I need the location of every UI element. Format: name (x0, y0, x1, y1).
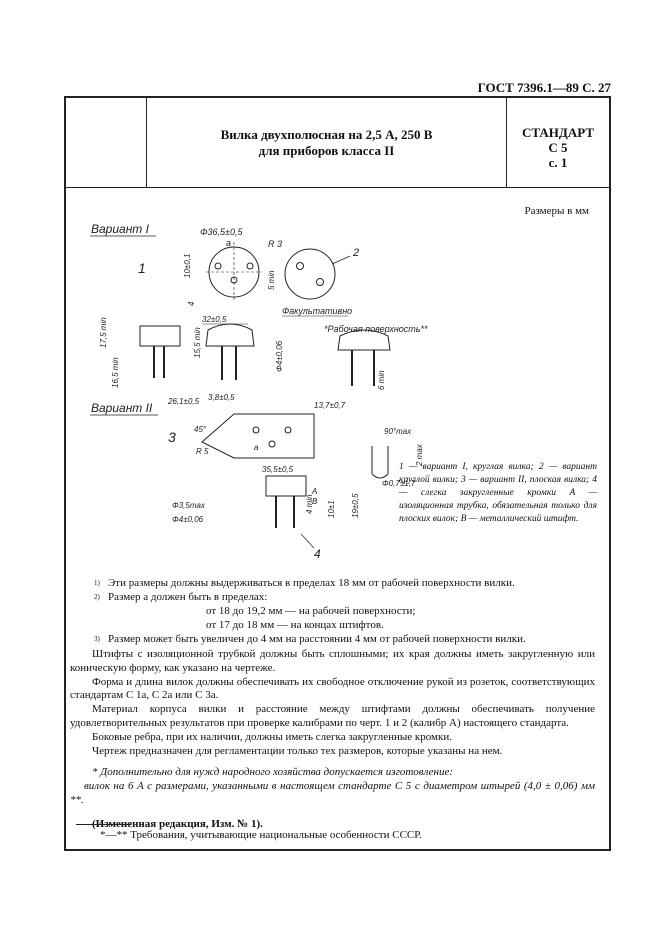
body-p1: Штифты с изоляционной трубкой должны быт… (70, 648, 595, 674)
plug-side-1 (139, 325, 181, 347)
body-p2: Форма и длина вилок должны обеспечивать … (70, 675, 595, 702)
note-2: 2) Размер a должен быть в пределах: (94, 590, 594, 604)
dim-45: 45° (194, 425, 207, 434)
note-3: 3) Размер может быть увеличен до 4 мм на … (94, 632, 594, 646)
dimensions-note: Размеры в мм (524, 205, 589, 217)
label-2: 2 (352, 247, 359, 259)
variant2-label: Вариант II (91, 401, 153, 415)
footnote-divider (76, 824, 131, 825)
dim-10b: 10±1 (327, 500, 336, 518)
dim-fak: Факультативно (282, 306, 352, 316)
page-header: ГОСТ 7396.1—89 С. 27 (477, 80, 611, 95)
note-3-text: Размер может быть увеличен до 4 мм на ра… (108, 633, 526, 645)
note-2b: от 17 до 18 мм — на концах штифтов. (206, 619, 384, 631)
dim-a1: a (226, 238, 231, 248)
plug-side-3 (337, 329, 391, 351)
label-4: 4 (314, 547, 321, 561)
plug-flat-top (201, 413, 315, 459)
dim-90: 90°max (384, 427, 412, 436)
title-left-cell (66, 98, 147, 188)
standard-frame: Вилка двухполюсная на 2,5 А, 250 В для п… (64, 96, 611, 851)
dim-38: 3,8±0,5 (208, 393, 235, 402)
footnotes: 1) Эти размеры должны выдерживаться в пре… (94, 576, 594, 646)
body-star1: * Дополнительно для нужд народного хозяй… (92, 766, 454, 779)
note-2-mark: 2) (94, 593, 100, 601)
dim-phi35: Φ3,5max (172, 501, 206, 510)
dim-rab: *Рабочая поверхность** (324, 324, 428, 334)
dim-phi07: Φ0,7±1,7 (382, 479, 416, 488)
note-2-text: Размер a должен быть в пределах: (108, 591, 268, 603)
note-3-mark: 3) (94, 635, 100, 643)
title-main: Вилка двухполюсная на 2,5 А, 250 В для п… (147, 98, 507, 188)
title-line-1: Вилка двухполюсная на 2,5 А, 250 В (220, 127, 433, 142)
note-1-mark: 1) (94, 579, 100, 587)
standard-page: с. 1 (548, 155, 568, 170)
bottom-footnote: *—** Требования, учитывающие национальны… (100, 829, 422, 841)
dim-155: 15,5 min (193, 327, 202, 358)
dim-10: 10±0,1 (183, 254, 192, 278)
note-1: 1) Эти размеры должны выдерживаться в пре… (94, 576, 594, 590)
dim-137: 13,7±0,7 (314, 401, 346, 410)
dim-R3: R 3 (268, 239, 282, 249)
dim-261: 26,1±0,5 (167, 397, 200, 406)
dim-355: 35,5±0,5 (262, 465, 294, 474)
title-line-2: для приборов класса II (258, 143, 395, 158)
body-amendment: (Измененная редакция, Изм. № 1). (92, 817, 263, 830)
dim-a2: a (254, 443, 259, 452)
standard-code: С 5 (548, 140, 568, 155)
dim-2max: 2 max (415, 443, 424, 467)
plug-round-variant (284, 248, 336, 300)
body-p5: Чертеж предназначен для регламентации то… (92, 744, 503, 757)
plug-side-2 (205, 323, 255, 347)
dim-165: 16,5 min (111, 357, 120, 388)
body-p4: Боковые ребра, при их наличии, должны им… (92, 730, 452, 743)
technical-drawing: Вариант I 1 Φ36,5±0,5 a R 3 5 min 10±0,1… (90, 222, 428, 561)
body-p3: Материал корпуса вилки и расстояние межд… (70, 703, 595, 729)
dim-32: 32±0,5 (202, 315, 227, 324)
pin-detail (371, 446, 389, 479)
drawing-legend: 1 — вариант I, круглая вилка; 2 — вариан… (399, 462, 597, 524)
dim-R5: R 5 (196, 447, 209, 456)
plug-flat-side (265, 475, 307, 497)
note-1-text: Эти размеры должны выдерживаться в преде… (108, 577, 515, 589)
dim-4: 4 (187, 301, 196, 306)
note-2a: от 18 до 19,2 мм — на рабочей поверхност… (206, 605, 416, 617)
dim-4min: 4 min (305, 494, 314, 514)
dim-A: A (311, 487, 317, 496)
label-3: 3 (168, 429, 176, 445)
dim-6min: 6 min (377, 370, 386, 390)
dim-phi4: Φ4±0,06 (275, 340, 284, 372)
standard-code-cell: СТАНДАРТ С 5 с. 1 (507, 98, 609, 188)
label-1: 1 (138, 260, 146, 276)
body-star2: вилок на 6 A с размерами, указанными в н… (70, 780, 595, 806)
variant1-label: Вариант I (91, 222, 150, 236)
standard-label: СТАНДАРТ (521, 125, 594, 140)
dim-B: B (312, 497, 318, 506)
dim-175: 17,5 min (99, 317, 108, 348)
body-text: Штифты с изоляционной трубкой должны быт… (70, 648, 595, 832)
dim-phi4b: Φ4±0,06 (172, 515, 204, 524)
title-block: Вилка двухполюсная на 2,5 А, 250 В для п… (66, 98, 609, 188)
dim-5min: 5 min (267, 270, 276, 290)
dim-19: 19±0,5 (351, 493, 360, 518)
dim-d365: Φ36,5±0,5 (200, 227, 243, 237)
